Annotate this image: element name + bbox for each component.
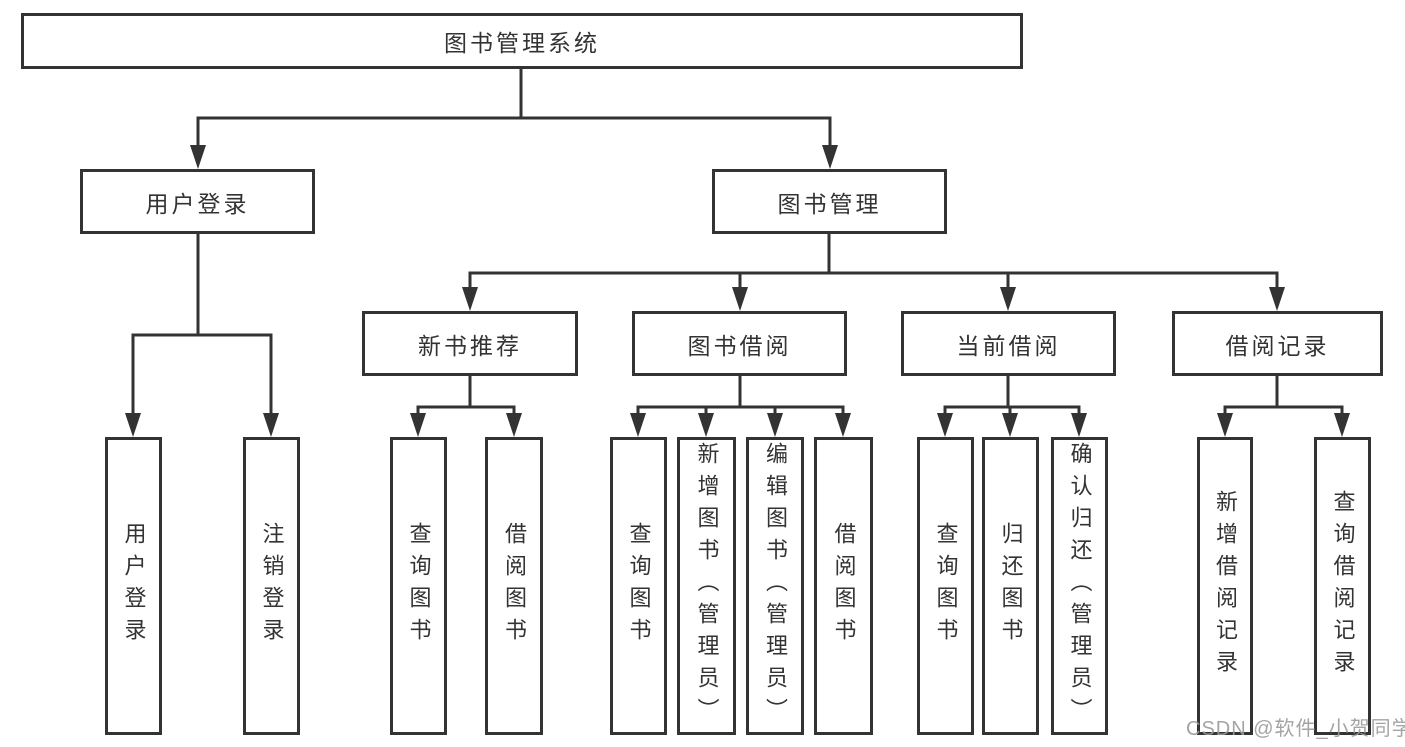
node-label: 查询图书: [626, 522, 652, 650]
node-label: 借阅图书: [502, 522, 527, 650]
node-label: 借阅记录: [1225, 333, 1330, 359]
node-label: 图书借阅: [687, 333, 792, 359]
node-label: 用户登录: [121, 522, 147, 650]
node-label: 新增借阅记录: [1213, 490, 1238, 682]
node-label: 图书管理: [777, 191, 882, 217]
node-borrow-books-action: 借阅图书: [814, 437, 873, 735]
node-label: 查询图书: [406, 522, 432, 650]
node-label: 编辑图书（管理员）: [763, 442, 788, 730]
node-user-login-action: 用户登录: [105, 437, 162, 735]
node-label: 查询借阅记录: [1330, 490, 1356, 682]
node-root: 图书管理系统: [21, 13, 1023, 69]
node-logout-action: 注销登录: [243, 437, 300, 735]
node-label: 借阅图书: [831, 522, 857, 650]
node-label: 用户登录: [145, 191, 250, 217]
node-query-borrow-record: 查询借阅记录: [1314, 437, 1371, 735]
node-label: 新增图书（管理员）: [694, 442, 720, 730]
node-borrow-books-recommend: 借阅图书: [485, 437, 543, 735]
node-borrowing-records: 借阅记录: [1172, 311, 1383, 376]
connector-segments: [131, 69, 1344, 414]
arrowheads: [125, 145, 1350, 437]
watermark: CSDN @软件_小贺同学: [1186, 718, 1405, 740]
node-book-borrowing: 图书借阅: [632, 311, 847, 376]
node-edit-book-admin: 编辑图书（管理员）: [746, 437, 804, 735]
node-add-borrow-record: 新增借阅记录: [1197, 437, 1253, 735]
node-query-books-current: 查询图书: [917, 437, 974, 735]
node-book-management: 图书管理: [712, 169, 947, 234]
node-label: 确认归还（管理员）: [1067, 442, 1093, 730]
node-return-book: 归还图书: [982, 437, 1039, 735]
node-label: 图书管理系统: [444, 31, 600, 56]
node-new-book-recommend: 新书推荐: [362, 311, 578, 376]
node-label: 注销登录: [259, 522, 285, 650]
node-query-books-borrow: 查询图书: [610, 437, 667, 735]
node-label: 当前借阅: [956, 333, 1061, 359]
node-current-borrowing: 当前借阅: [901, 311, 1116, 376]
node-confirm-return-admin: 确认归还（管理员）: [1051, 437, 1108, 735]
node-label: 查询图书: [933, 522, 959, 650]
node-user-login: 用户登录: [80, 169, 315, 234]
node-add-book-admin: 新增图书（管理员）: [677, 437, 736, 735]
node-label: 归还图书: [998, 522, 1024, 650]
node-label: 新书推荐: [418, 333, 522, 359]
node-query-books-recommend: 查询图书: [390, 437, 447, 735]
